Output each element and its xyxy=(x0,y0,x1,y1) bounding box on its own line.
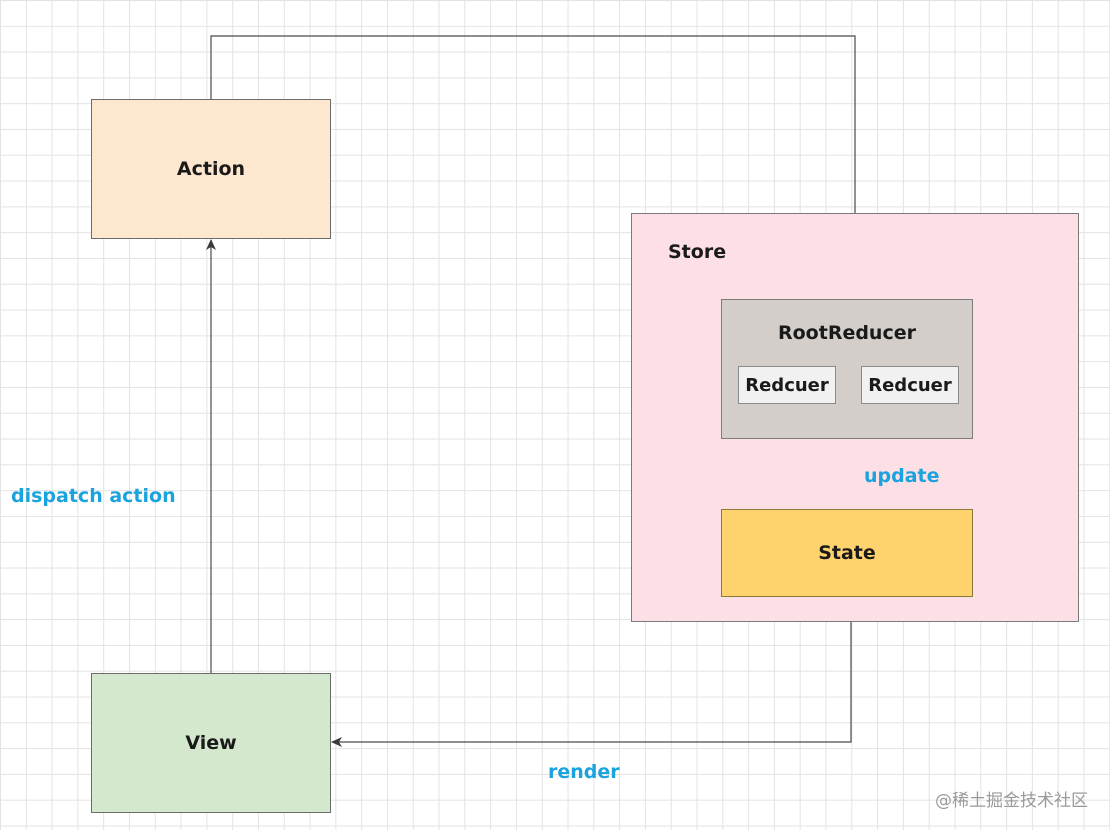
store-node-label: Store xyxy=(668,241,727,263)
action-node[interactable]: Action xyxy=(91,99,331,239)
state-node[interactable]: State xyxy=(721,509,973,597)
view-node[interactable]: View xyxy=(91,673,331,813)
view-node-label: View xyxy=(185,732,237,754)
reducer-node[interactable]: Redcuer xyxy=(861,366,959,404)
render-label: render xyxy=(548,761,620,783)
update-label: update xyxy=(864,465,940,487)
state-node-label: State xyxy=(818,542,876,564)
watermark: @稀土掘金技术社区 xyxy=(935,791,1088,811)
rootreducer-node-label: RootReducer xyxy=(778,322,916,344)
reducer-node[interactable]: Redcuer xyxy=(738,366,836,404)
reducer-node-label: Redcuer xyxy=(745,374,829,396)
dispatch-action-label: dispatch action xyxy=(11,485,176,507)
action-node-label: Action xyxy=(176,158,246,180)
rootreducer-node[interactable]: RootReducer Redcuer Redcuer xyxy=(721,299,973,439)
reducer-node-label: Redcuer xyxy=(868,374,952,396)
